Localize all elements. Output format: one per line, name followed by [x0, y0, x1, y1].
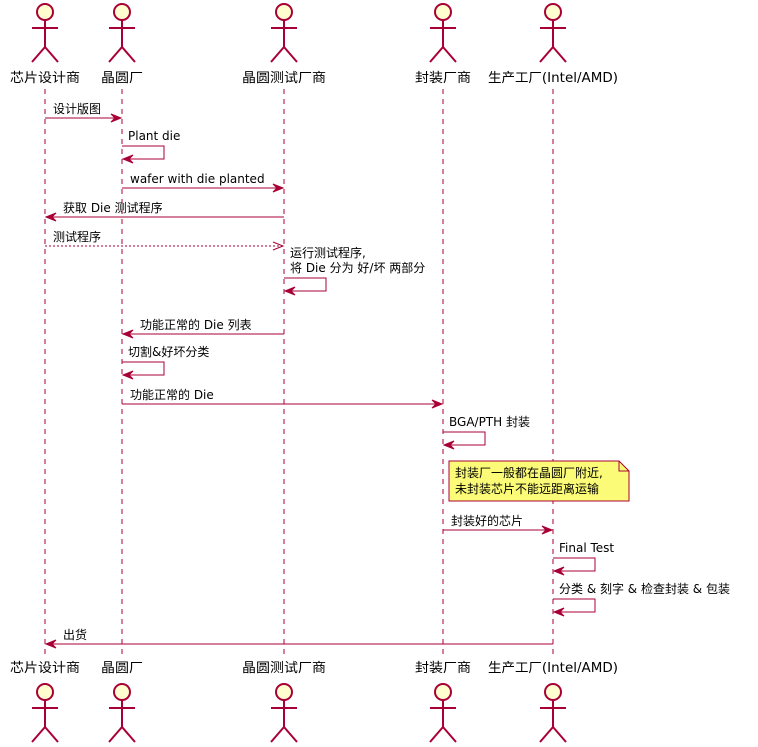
message-13: 分类 & 刻字 & 检查封装 & 包装: [552, 581, 730, 617]
participant-label-top-wtest: 晶圆测试厂商: [242, 71, 326, 86]
actor-icon-bottom-wtest: [270, 683, 298, 743]
message-4: 获取 Die 测试程序: [44, 200, 284, 222]
message-label: wafer with die planted: [130, 172, 265, 186]
actor-icon-top-chip: [31, 3, 59, 63]
actor-icon-top-wtest: [270, 3, 298, 63]
actor-icon-bottom-pkg: [429, 683, 457, 743]
note: 封装厂一般都在晶圆厂附近,未封装芯片不能远距离运输: [448, 460, 630, 502]
notes: 封装厂一般都在晶圆厂附近,未封装芯片不能远距离运输: [448, 460, 630, 502]
message-9: 功能正常的 Die: [122, 387, 444, 409]
message-line: [553, 598, 596, 613]
participant-label-bottom-wtest: 晶圆测试厂商: [242, 661, 326, 676]
message-label: 分类 & 刻字 & 检查封装 & 包装: [559, 581, 730, 596]
message-6: 运行测试程序,将 Die 分为 好/坏 两部分: [283, 245, 425, 296]
messages: 设计版图 Plant die wafer with die planted 获取 Di…: [44, 102, 730, 649]
message-label: 设计版图: [53, 102, 101, 116]
actor-icon-bottom-oem: [539, 683, 567, 743]
message-line: [553, 557, 596, 572]
actor-icon-top-pkg: [429, 3, 457, 63]
message-12: Final Test: [552, 541, 614, 576]
message-line: [284, 277, 327, 292]
participant-label-bottom-oem: 生产工厂(Intel/AMD): [488, 661, 618, 676]
actor-icon-bottom-fab: [108, 683, 136, 743]
message-14: 出货: [44, 627, 553, 649]
message-label: 功能正常的 Die: [130, 387, 214, 402]
actor-icon-bottom-chip: [31, 683, 59, 743]
message-5: 测试程序: [45, 229, 285, 251]
message-label: 测试程序: [53, 229, 101, 244]
message-label: 出货: [63, 627, 87, 642]
message-label: 切割&好坏分类: [128, 344, 209, 359]
message-11: 封装好的芯片: [443, 513, 554, 535]
message-10: BGA/PTH 封装: [442, 415, 530, 450]
message-8: 切割&好坏分类: [121, 344, 209, 380]
message-7: 功能正常的 Die 列表: [121, 317, 284, 339]
participant-label-top-pkg: 封装厂商: [415, 71, 471, 86]
note-box: [448, 460, 630, 502]
participant-label-bottom-fab: 晶圆厂: [101, 661, 143, 676]
message-line: [122, 361, 165, 376]
actor-icon-top-oem: [539, 3, 567, 63]
message-label: BGA/PTH 封装: [449, 415, 530, 429]
message-3: wafer with die planted: [122, 172, 285, 193]
note-text: 未封装芯片不能远距离运输: [455, 481, 599, 496]
message-label: Plant die: [128, 129, 180, 143]
message-label: 功能正常的 Die 列表: [140, 317, 252, 332]
note-text: 封装厂一般都在晶圆厂附近,: [455, 465, 603, 480]
message-label: 封装好的芯片: [451, 513, 523, 528]
message-line: [443, 431, 486, 446]
participant-label-top-fab: 晶圆厂: [101, 71, 143, 86]
lifelines: [44, 89, 554, 656]
message-label: 将 Die 分为 好/坏 两部分: [290, 260, 425, 275]
actors: 芯片设计商芯片设计商晶圆厂晶圆厂晶圆测试厂商晶圆测试厂商封装厂商封装厂商生产工厂…: [10, 3, 618, 743]
message-label: Final Test: [559, 541, 614, 555]
participant-label-top-chip: 芯片设计商: [10, 71, 80, 86]
participant-label-bottom-pkg: 封装厂商: [415, 661, 471, 676]
message-label: 运行测试程序,: [290, 245, 366, 260]
participant-label-top-oem: 生产工厂(Intel/AMD): [488, 71, 618, 86]
actor-icon-top-fab: [108, 3, 136, 63]
message-1: 设计版图: [45, 102, 123, 123]
message-label: 获取 Die 测试程序: [63, 200, 163, 215]
message-line: [122, 145, 165, 160]
participant-label-bottom-chip: 芯片设计商: [10, 661, 80, 676]
message-2: Plant die: [121, 129, 180, 164]
